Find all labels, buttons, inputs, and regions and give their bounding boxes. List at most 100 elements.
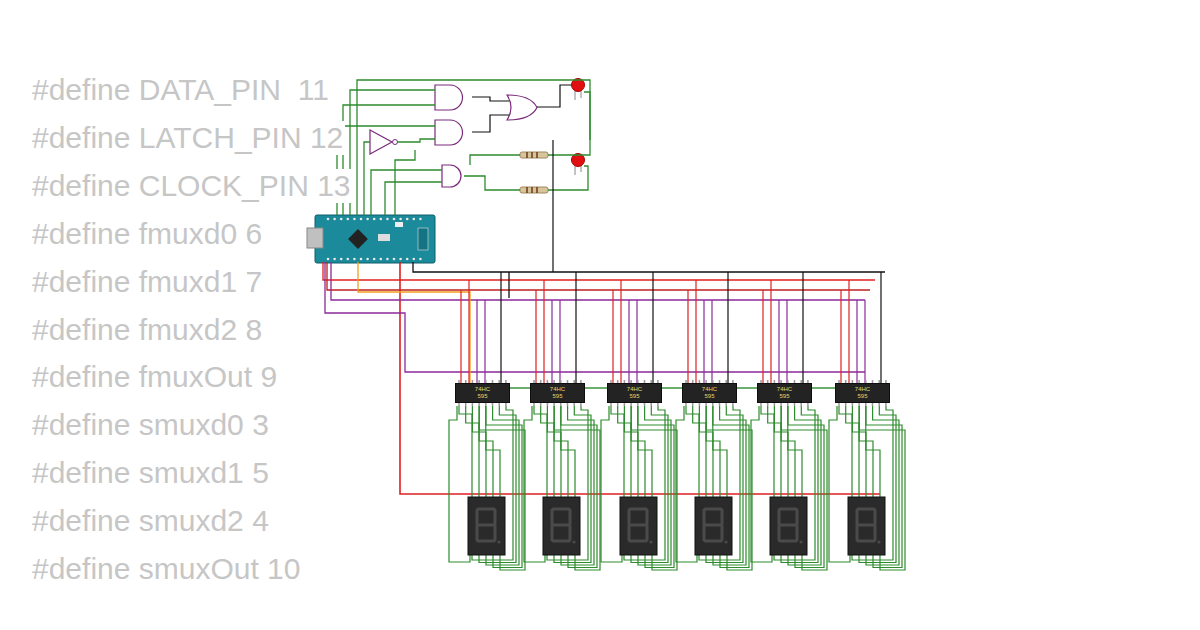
chip-label: 74HC 595: [854, 386, 872, 400]
header-pin: [327, 258, 330, 261]
chip-label: 74HC 595: [701, 386, 719, 400]
power-wire: [543, 280, 544, 383]
signal-wire: [484, 300, 485, 383]
ground-wire: [880, 272, 881, 383]
signal-wire: [325, 262, 865, 372]
header-pin: [406, 258, 409, 261]
code-line: #define smuxd1 5: [30, 456, 271, 490]
header-pin: [340, 258, 343, 261]
segment-wire: [676, 406, 697, 562]
and-gate: [435, 85, 463, 110]
power-wire: [695, 280, 696, 383]
chip-label: 74HC 595: [626, 386, 644, 400]
header-pin: [419, 218, 422, 221]
code-line: #define fmuxd1 7: [30, 265, 264, 299]
header-pin: [347, 258, 350, 261]
resistor-symbol: [520, 187, 548, 193]
signal-wire: [762, 290, 763, 383]
or-gate: [507, 95, 537, 120]
header-pin: [353, 218, 356, 221]
signal-wire: [559, 300, 560, 383]
signal-wire: [460, 290, 461, 383]
resistor-bands: [527, 187, 537, 193]
signal-wire: [840, 290, 841, 383]
shift-register-chip: 74HC 595: [835, 383, 890, 403]
segment-wire: [713, 406, 727, 497]
signal-wire: [687, 290, 688, 383]
code-line: #define fmuxd2 8: [30, 313, 264, 347]
segment-wire: [788, 406, 802, 497]
header-pin: [406, 218, 409, 221]
segment-wire: [638, 406, 652, 497]
signal-wire: [778, 300, 779, 383]
header-pin: [386, 258, 389, 261]
chip-label: 74HC 595: [549, 386, 567, 400]
header-pin: [360, 258, 363, 261]
display-dot: [572, 540, 575, 543]
header-pin: [333, 258, 336, 261]
signal-wire: [358, 262, 470, 383]
code-line: #define LATCH_PIN 12: [30, 121, 345, 155]
display-dot: [497, 540, 500, 543]
header-pin: [399, 258, 402, 261]
chip-label: 74HC 595: [474, 386, 492, 400]
header-pin: [393, 218, 396, 221]
signal-wire: [711, 300, 712, 383]
code-line: #define smuxd2 4: [30, 504, 271, 538]
shift-register-chip: 74HC 595: [530, 383, 585, 403]
ground-wire: [727, 272, 728, 383]
crystal: [378, 234, 390, 241]
header-pin: [380, 258, 383, 261]
power-bus: [323, 262, 875, 280]
signal-wire: [331, 262, 865, 300]
daisy-chain-wire: [585, 387, 607, 388]
header-pin: [386, 218, 389, 221]
smd-part: [395, 222, 403, 227]
daisy-chain-wire: [812, 387, 835, 388]
wires: [472, 85, 571, 272]
display-segments: [629, 509, 647, 541]
header-pin: [413, 258, 416, 261]
display-segments: [477, 509, 495, 541]
header-pin: [373, 258, 376, 261]
display-dot: [649, 540, 652, 543]
header-pin: [340, 218, 343, 221]
seven-segment-display: [543, 497, 580, 555]
ground-wire: [652, 272, 653, 383]
header-pin: [347, 218, 350, 221]
ground-bus: [508, 272, 509, 298]
not-gate: [370, 130, 392, 154]
mcu-chip: [348, 229, 368, 249]
signal-wire: [535, 290, 536, 383]
power-wire: [620, 280, 621, 383]
segment-wire: [561, 406, 575, 497]
signal-wire: [476, 300, 477, 383]
seven-segment-display: [468, 497, 505, 555]
power-wire: [848, 280, 849, 383]
display-dot: [724, 540, 727, 543]
segment-wire: [866, 406, 880, 497]
code-line: #define smuxd0 3: [30, 408, 271, 442]
wires: [337, 80, 590, 215]
display-dot: [877, 540, 880, 543]
code-line: #define fmuxOut 9: [30, 360, 279, 394]
resistor-bands: [527, 152, 537, 158]
signal-wire: [612, 290, 613, 383]
header-pin: [360, 218, 363, 221]
header-pin: [393, 258, 396, 261]
daisy-chain-wire: [510, 387, 530, 388]
ground-wire: [802, 272, 803, 383]
shift-register-chip: 74HC 595: [757, 383, 812, 403]
header-pin: [333, 218, 336, 221]
daisy-chain-wire: [737, 387, 757, 388]
header-pin: [366, 258, 369, 261]
segment-wire: [449, 406, 470, 562]
header-pin: [380, 218, 383, 221]
segment-wire: [486, 406, 500, 497]
signal-wire: [703, 300, 704, 383]
header-pin: [366, 218, 369, 221]
display-segments: [857, 509, 875, 541]
header-pin: [413, 218, 416, 221]
signal-wire: [551, 300, 552, 383]
